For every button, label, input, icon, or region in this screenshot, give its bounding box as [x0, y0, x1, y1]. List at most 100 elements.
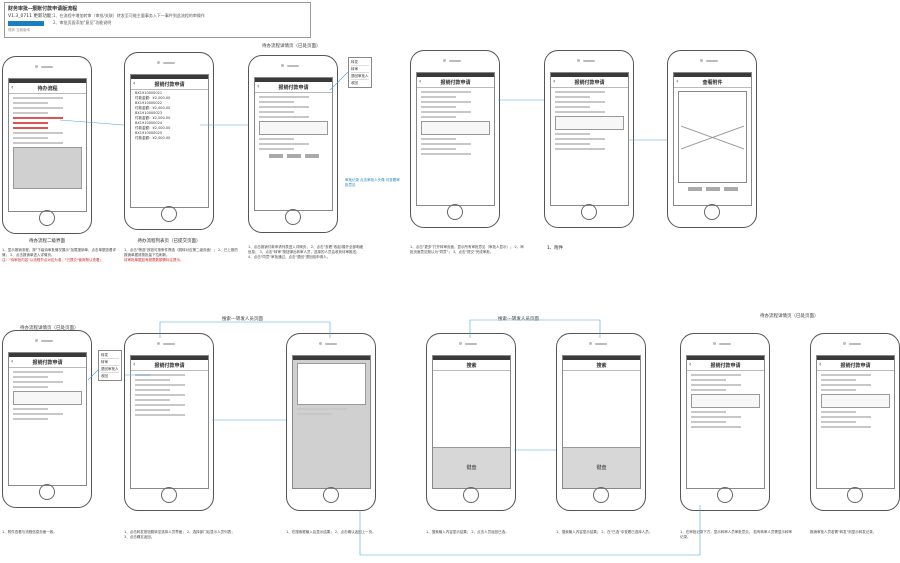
- dialog-box[interactable]: [297, 363, 366, 405]
- arrow-12: [359, 505, 701, 556]
- phone-3-screen: ‹报销付款申请: [254, 77, 333, 211]
- note-4: 1、点击"更多"打开转审页面，显示所有审批意见（审批人显示）； 2、审批页面意见…: [410, 245, 524, 254]
- screen-title: 报销付款申请: [154, 82, 185, 88]
- back-icon[interactable]: ‹: [257, 83, 260, 90]
- attach-btn-2[interactable]: [705, 187, 720, 191]
- note-12: 报销审批人员若需"转发"则显示转发记录。: [810, 530, 877, 534]
- note-2: 1、点击"筛选"按钮可按条件筛选（跳转对应第二级页面）； 2、已上报的报销单据请…: [124, 248, 238, 262]
- home-button[interactable]: [39, 210, 55, 226]
- list-amount: 付款金额：¥2,000.00: [135, 136, 171, 140]
- list-item[interactable]: BX1910000022: [135, 101, 163, 105]
- phone-1-screen: ‹ 待办流程: [8, 78, 87, 212]
- phone-13: ‹报销付款申请: [810, 333, 900, 511]
- home-button[interactable]: [847, 487, 863, 503]
- screen-title: 待办流程: [37, 86, 58, 92]
- update-item-2: 2、审批页面添加"意见"功能说明: [53, 20, 112, 25]
- screen-title: 报销付款申请: [154, 363, 185, 369]
- opinion-box[interactable]: [421, 121, 490, 135]
- phone-11-screen: 搜索 键盘: [562, 355, 641, 489]
- screen-title: 报销付款申请: [32, 360, 63, 366]
- phone-9-screen: [292, 355, 371, 489]
- home-button[interactable]: [593, 487, 609, 503]
- back-icon[interactable]: ‹: [133, 80, 136, 87]
- phone-3: ‹报销付款申请: [248, 55, 338, 233]
- home-button[interactable]: [704, 204, 720, 220]
- attach-btn-1[interactable]: [687, 187, 702, 191]
- home-button[interactable]: [581, 204, 597, 220]
- phone-12: ‹报销付款申请: [680, 333, 770, 511]
- home-button[interactable]: [447, 204, 463, 220]
- phone-12-screen: ‹报销付款申请: [686, 355, 765, 489]
- label-flow-detail-bottom: 待办流程详情页（已处页面）: [20, 326, 79, 331]
- opinion-box[interactable]: [555, 116, 624, 130]
- menu-return[interactable]: 退回审批人: [101, 367, 119, 373]
- back-icon[interactable]: ‹: [11, 84, 14, 91]
- screen-title: 报销付款申请: [440, 80, 471, 86]
- phone-2-screen: ‹ 报销付款申请 BX1910000021 付款金额：¥2,000.00 BX19…: [130, 74, 209, 208]
- screen-title: 报销付款申请: [574, 80, 605, 86]
- phone-7-screen: ‹ 报销付款申请: [8, 352, 87, 486]
- back-icon[interactable]: ‹: [819, 361, 822, 368]
- forward-button[interactable]: [304, 154, 319, 158]
- phone-1: ‹ 待办流程: [2, 56, 92, 234]
- menu-transfer[interactable]: 转审: [101, 359, 119, 366]
- attachment-preview: [678, 91, 747, 183]
- note-7: 1、点击转发按钮跳转至选择人员界面； 2、选择部门后显示人员列表； 3、点击确定…: [124, 530, 235, 539]
- menu-retract[interactable]: 收回: [351, 81, 358, 85]
- home-button[interactable]: [463, 487, 479, 503]
- screen-title: 查看附件: [702, 80, 723, 86]
- menu-retract[interactable]: 收回: [101, 374, 108, 378]
- doc-title: 财务审批--报账付款申请版流程: [8, 6, 78, 12]
- menu-return[interactable]: 退回审批人: [351, 74, 369, 80]
- home-button[interactable]: [285, 209, 301, 225]
- label-select-person: 搜索---转发人员页面: [222, 317, 263, 322]
- menu-transfer[interactable]: 转审: [351, 66, 369, 73]
- list-item[interactable]: BX1910000023: [135, 111, 163, 115]
- phone-2: ‹ 报销付款申请 BX1910000021 付款金额：¥2,000.00 BX19…: [124, 52, 214, 230]
- phone-11: 搜索 键盘: [556, 333, 646, 511]
- list-item[interactable]: BX1910000025: [135, 131, 163, 135]
- phone-8-screen: ‹ 报销付款申请: [130, 355, 209, 489]
- home-button[interactable]: [323, 487, 339, 503]
- arrow-3: [329, 71, 349, 91]
- home-button[interactable]: [161, 206, 177, 222]
- back-icon[interactable]: ‹: [689, 361, 692, 368]
- phone-7: ‹ 报销付款申请: [2, 330, 92, 508]
- note-6: 1、附件查看与流程信息页面一致。: [2, 530, 57, 534]
- back-icon[interactable]: ‹: [11, 358, 14, 365]
- opinion-box[interactable]: [821, 394, 890, 408]
- arrow-1: [59, 119, 125, 126]
- home-button[interactable]: [161, 487, 177, 503]
- label-search-person: 搜索---转发人员页面: [498, 317, 539, 322]
- home-button[interactable]: [717, 487, 733, 503]
- menu-forward[interactable]: 转发: [101, 352, 119, 359]
- search-input[interactable]: 搜索: [596, 363, 607, 369]
- keyboard[interactable]: 键盘: [433, 447, 510, 488]
- attach-btn-3[interactable]: [723, 187, 738, 191]
- keyboard[interactable]: 键盘: [563, 447, 640, 488]
- reject-button[interactable]: [286, 154, 301, 158]
- back-icon[interactable]: ‹: [133, 361, 136, 368]
- list-item[interactable]: BX1910000021: [135, 91, 163, 95]
- menu-forward[interactable]: 转发: [351, 59, 369, 66]
- pending-row[interactable]: [13, 117, 64, 119]
- phone-5: ‹ 报销付款申请: [544, 50, 634, 228]
- caption-6: 1、附件: [546, 246, 564, 251]
- back-icon[interactable]: ‹: [553, 78, 556, 85]
- agree-button[interactable]: [268, 154, 283, 158]
- home-button[interactable]: [39, 484, 55, 500]
- opinion-box[interactable]: [259, 121, 328, 135]
- caption-1: 待办流程二级界面: [29, 239, 65, 244]
- note-3: 1、点击报销付款申请列表进入详情页； 2、点击"查看"收起/展开全部明细信息； …: [248, 245, 363, 259]
- opinion-box[interactable]: [691, 394, 760, 408]
- search-input[interactable]: 搜索: [466, 363, 477, 369]
- phone-6: ‹ 查看附件: [667, 50, 757, 228]
- opinion-box[interactable]: [13, 391, 82, 405]
- phone-5-screen: ‹ 报销付款申请: [550, 72, 629, 206]
- arrow-10: [469, 319, 601, 338]
- back-icon[interactable]: ‹: [676, 78, 679, 85]
- list-item[interactable]: BX1910000024: [135, 121, 163, 125]
- list-amount: 付款金额：¥2,000.00: [135, 106, 171, 110]
- back-icon[interactable]: ‹: [419, 78, 422, 85]
